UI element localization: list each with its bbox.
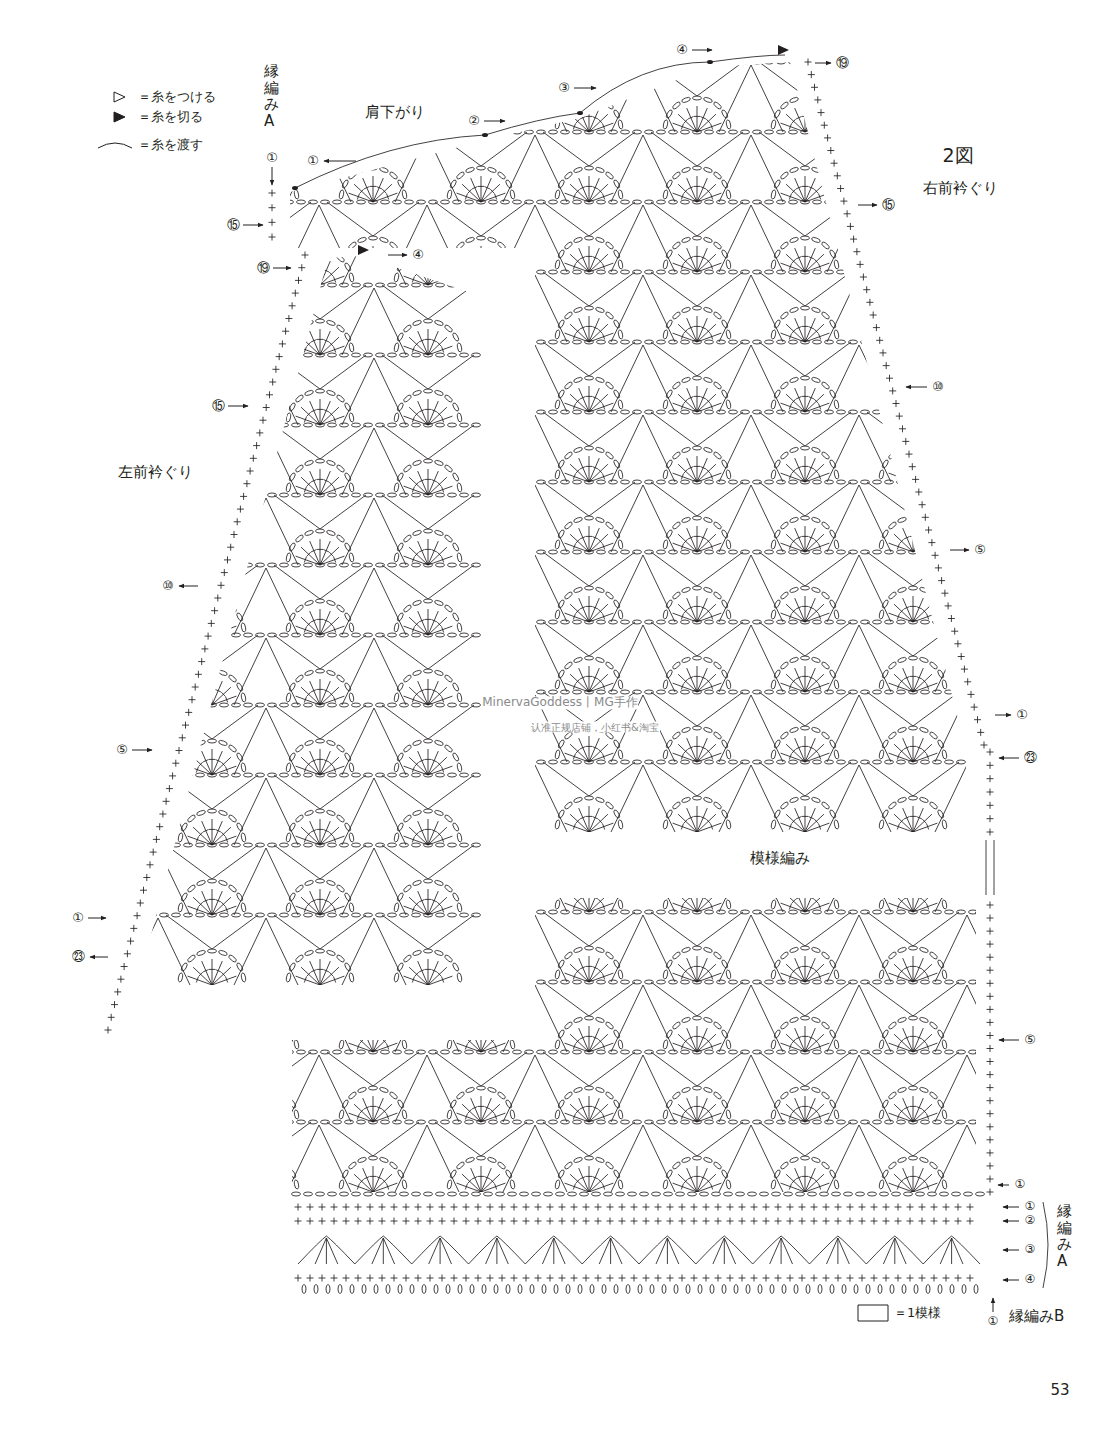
- row-number: ⑮: [881, 198, 896, 212]
- edging-label: 縁編みB: [1008, 1308, 1065, 1325]
- row-number: ㉓: [1023, 751, 1038, 765]
- row-number: ④: [411, 248, 425, 262]
- stitch-symbols: [18, 143, 481, 985]
- row-number: ⑮: [226, 218, 241, 232]
- join-dot: [577, 111, 583, 115]
- legend-text: ＝1模様: [893, 1306, 942, 1320]
- row-arrow: [324, 161, 356, 162]
- row-arrow: [179, 586, 198, 587]
- legend-symbol: [114, 112, 125, 122]
- section-label: 肩下がり: [364, 104, 426, 121]
- legend-symbol: [114, 92, 125, 102]
- stitch-symbols: [179, 0, 1074, 832]
- row-number: ⑩: [931, 380, 945, 394]
- row-arrow: [90, 957, 108, 958]
- row-arrow: [1003, 1250, 1019, 1251]
- page-number: 53: [1049, 1382, 1070, 1399]
- row-number: ⑤: [115, 743, 129, 757]
- cut-mark: [358, 245, 369, 255]
- row-arrow: [858, 205, 877, 206]
- join-dot: [482, 133, 488, 137]
- row-arrow: [1003, 1221, 1019, 1222]
- stitch-symbols: [179, 840, 1074, 1192]
- row-arrow: [243, 225, 263, 226]
- row-arrow: [815, 63, 831, 64]
- row-arrow: [692, 50, 712, 51]
- row-arrow: [1003, 1207, 1019, 1208]
- legend-symbols: [98, 92, 888, 1321]
- join-dot: [292, 186, 298, 190]
- row-number: ㉓: [71, 950, 86, 964]
- row-arrow: [484, 121, 505, 122]
- row-arrow: [388, 255, 407, 256]
- row-arrow: [273, 268, 291, 269]
- row-number: ③: [557, 81, 571, 95]
- section-label: 模様編み: [749, 850, 811, 867]
- row-number: ②: [467, 114, 481, 128]
- row-number: ①: [987, 1315, 1000, 1328]
- legend-symbol: [98, 143, 132, 148]
- stitch-pattern: [18, 143, 481, 985]
- row-arrow: [132, 750, 152, 751]
- section-label: 右前衿ぐり: [922, 180, 999, 197]
- legend-text: ＝糸を渡す: [137, 138, 204, 152]
- watermark: MinervaGoddess丨MG手作: [481, 696, 638, 709]
- row-arrow: [995, 715, 1011, 716]
- stitch-pattern: [179, 840, 1074, 1192]
- row-arrow: [950, 550, 969, 551]
- row-arrow: [999, 1040, 1019, 1041]
- row-number: ④: [1024, 1273, 1037, 1286]
- row-number: ①: [306, 154, 320, 168]
- row-number: ⑲: [835, 56, 850, 70]
- row-arrow: [574, 88, 596, 89]
- row-arrow: [88, 918, 106, 919]
- row-arrow: [1003, 1280, 1019, 1281]
- row-arrow: [906, 387, 927, 388]
- row-arrow: [272, 167, 273, 185]
- cut-mark: [778, 45, 789, 55]
- row-arrow: [228, 406, 248, 407]
- row-number: ②: [1024, 1214, 1037, 1227]
- row-number: ⑤: [1023, 1033, 1037, 1047]
- row-number: ⑩: [161, 579, 175, 593]
- row-number: ⑤: [973, 543, 987, 557]
- stitch-pattern: [179, 0, 1074, 832]
- figure-number: 2図: [941, 145, 974, 166]
- row-number: ⑲: [256, 261, 271, 275]
- row-number: ⑮: [211, 399, 226, 413]
- edging-label: 縁編みA: [264, 63, 279, 129]
- row-arrow: [999, 758, 1019, 759]
- row-number: ④: [675, 43, 689, 57]
- row-number: ①: [1024, 1200, 1037, 1213]
- row-arrow: [993, 1298, 994, 1312]
- row-number: ①: [1015, 708, 1029, 722]
- join-dot: [707, 60, 713, 64]
- legend-symbol: [858, 1305, 888, 1321]
- row-number: ③: [1024, 1243, 1037, 1256]
- row-number: ①: [71, 911, 85, 925]
- edge-stitches: [105, 55, 1049, 1294]
- row-number: ①: [265, 151, 279, 165]
- section-label: 左前衿ぐり: [117, 464, 194, 481]
- watermark: 认准正规店铺，小红书&淘宝: [530, 722, 660, 733]
- edging-label: 縁編みA: [1057, 1203, 1072, 1269]
- legend-text: ＝糸を切る: [137, 110, 204, 124]
- legend-text: ＝糸をつける: [137, 90, 217, 104]
- row-number: ①: [1014, 1178, 1027, 1191]
- row-arrow: [998, 1185, 1009, 1186]
